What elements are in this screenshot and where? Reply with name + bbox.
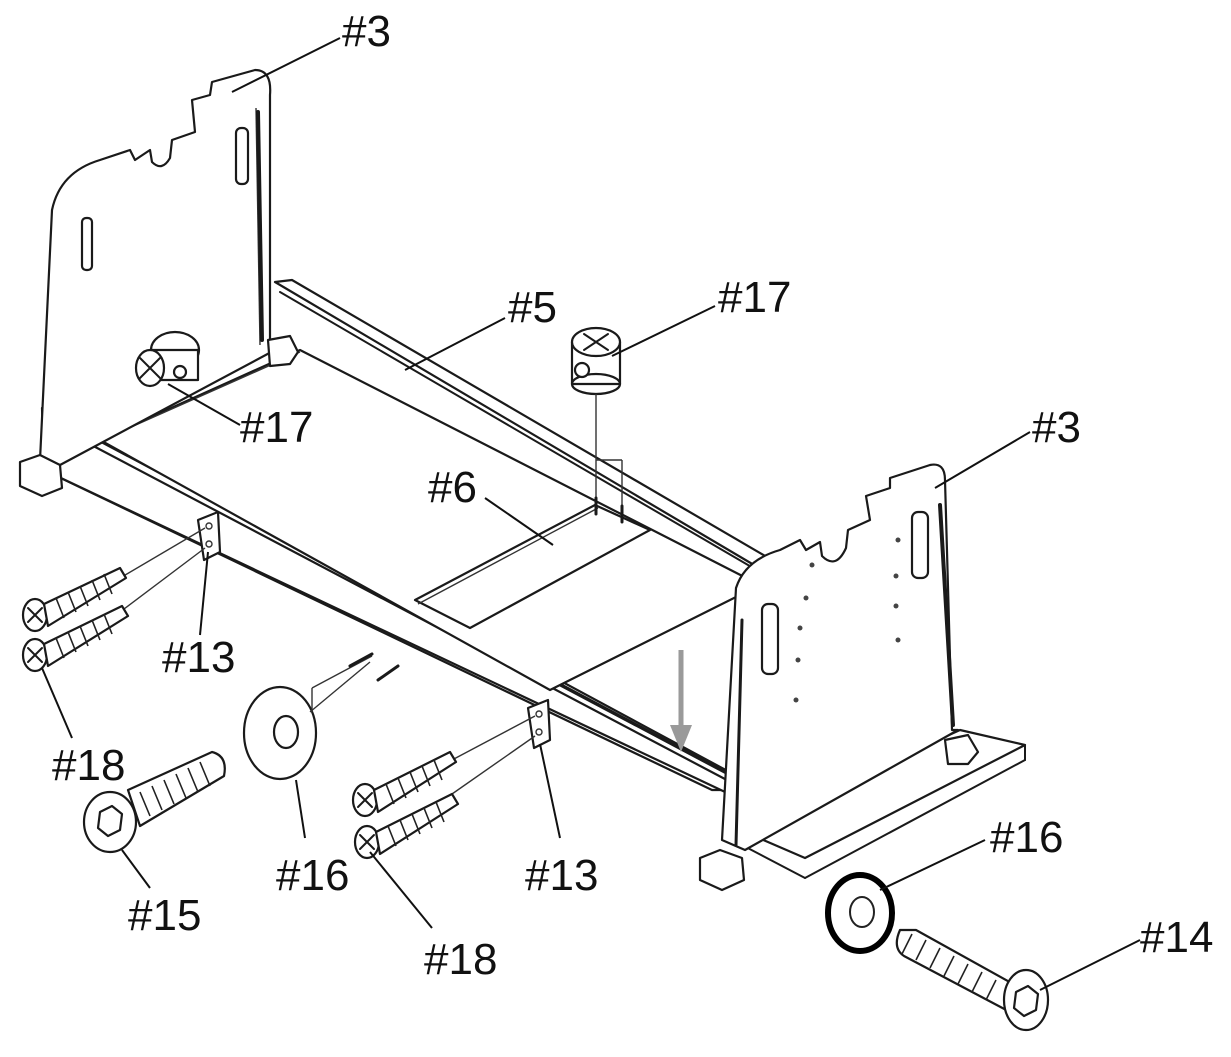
label-side-panel-right: #3 <box>1032 403 1081 452</box>
label-bolt-long: #14 <box>1140 913 1213 962</box>
label-bracket-left: #13 <box>162 633 235 682</box>
cam-lock-right <box>570 326 624 524</box>
side-panel-left <box>18 68 300 498</box>
wood-screws-left <box>21 527 206 673</box>
down-arrow <box>670 650 692 752</box>
leader-lines <box>41 37 1141 991</box>
screw-right-2 <box>353 792 460 860</box>
label-bolt-short: #15 <box>128 891 201 940</box>
label-wood-screw-right: #18 <box>424 935 497 984</box>
label-side-panel-left: #3 <box>342 7 391 56</box>
washer-right <box>825 872 895 954</box>
label-back-rail: #5 <box>508 283 557 332</box>
shelf-board <box>413 503 652 630</box>
label-wood-screw-left: #18 <box>52 741 125 790</box>
label-washer-left: #16 <box>276 851 349 900</box>
wood-screws-right <box>351 715 536 860</box>
label-bracket-right: #13 <box>525 851 598 900</box>
label-shelf-board: #6 <box>428 463 477 512</box>
label-cam-lock-left: #17 <box>240 403 313 452</box>
washer-left <box>242 652 400 781</box>
bolt-long <box>895 928 1050 1032</box>
screw-right-1 <box>351 750 458 818</box>
bracket-right <box>526 698 552 750</box>
pilot-holes <box>793 537 901 703</box>
label-washer-right: #16 <box>990 813 1063 862</box>
side-panel-right <box>698 463 980 892</box>
label-cam-lock-right: #17 <box>718 273 791 322</box>
cam-lock-left <box>134 330 201 388</box>
screw-left-2 <box>21 604 130 673</box>
part-labels: #3 #5 #17 #17 #3 #6 #13 #18 #16 #13 #15 … <box>52 7 1213 984</box>
bolt-short <box>82 750 226 854</box>
screw-left-1 <box>21 566 128 633</box>
bracket-left <box>196 510 222 562</box>
